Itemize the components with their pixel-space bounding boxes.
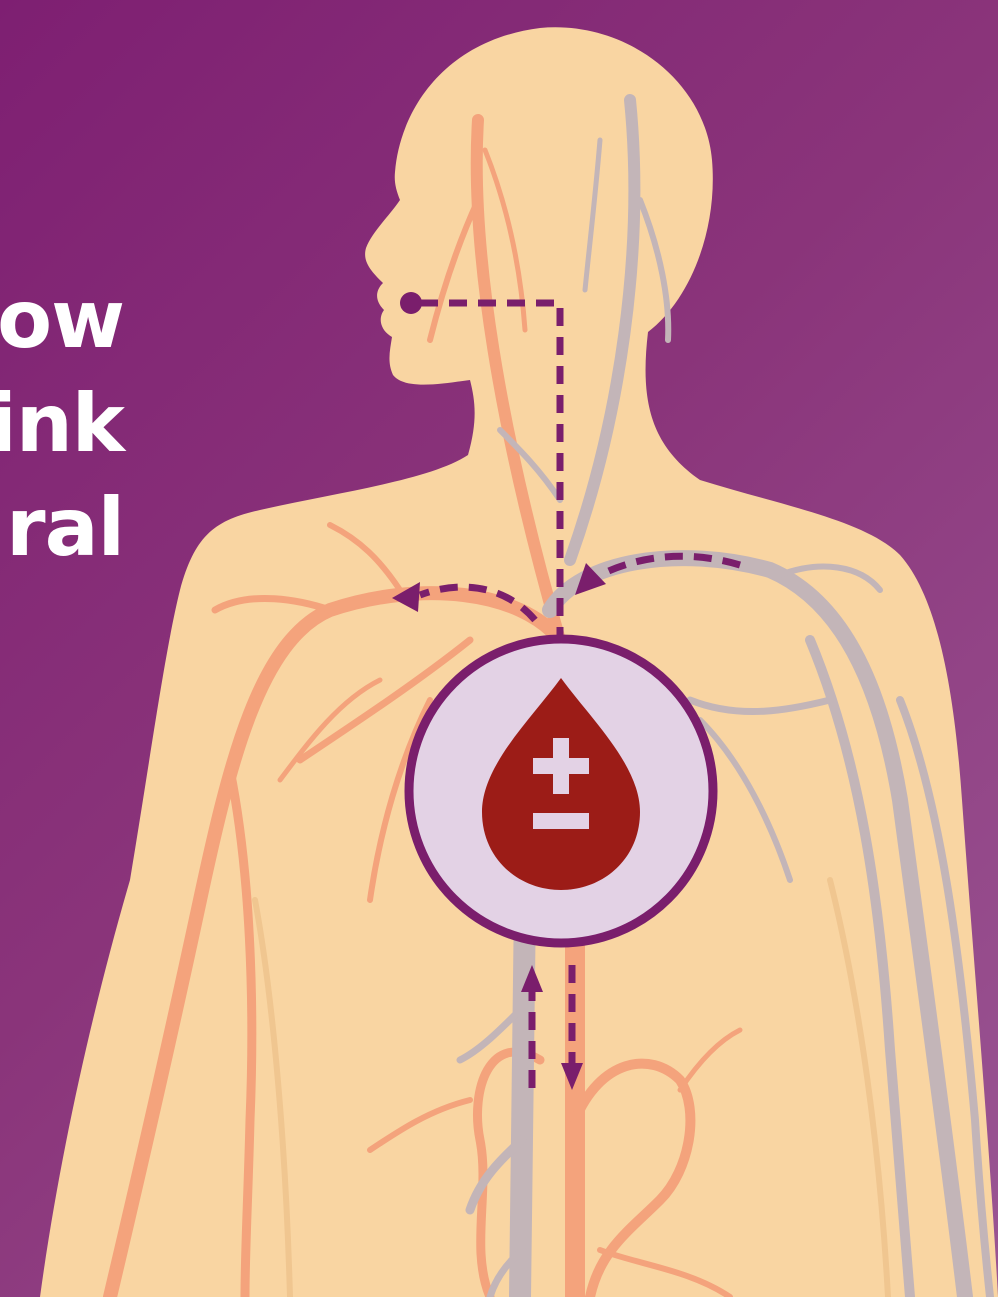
plus-vertical bbox=[553, 738, 569, 794]
center-badge bbox=[409, 639, 713, 943]
dot-marker-icon bbox=[400, 292, 422, 314]
vena-cava bbox=[520, 900, 525, 1297]
minus-bar bbox=[533, 813, 589, 829]
